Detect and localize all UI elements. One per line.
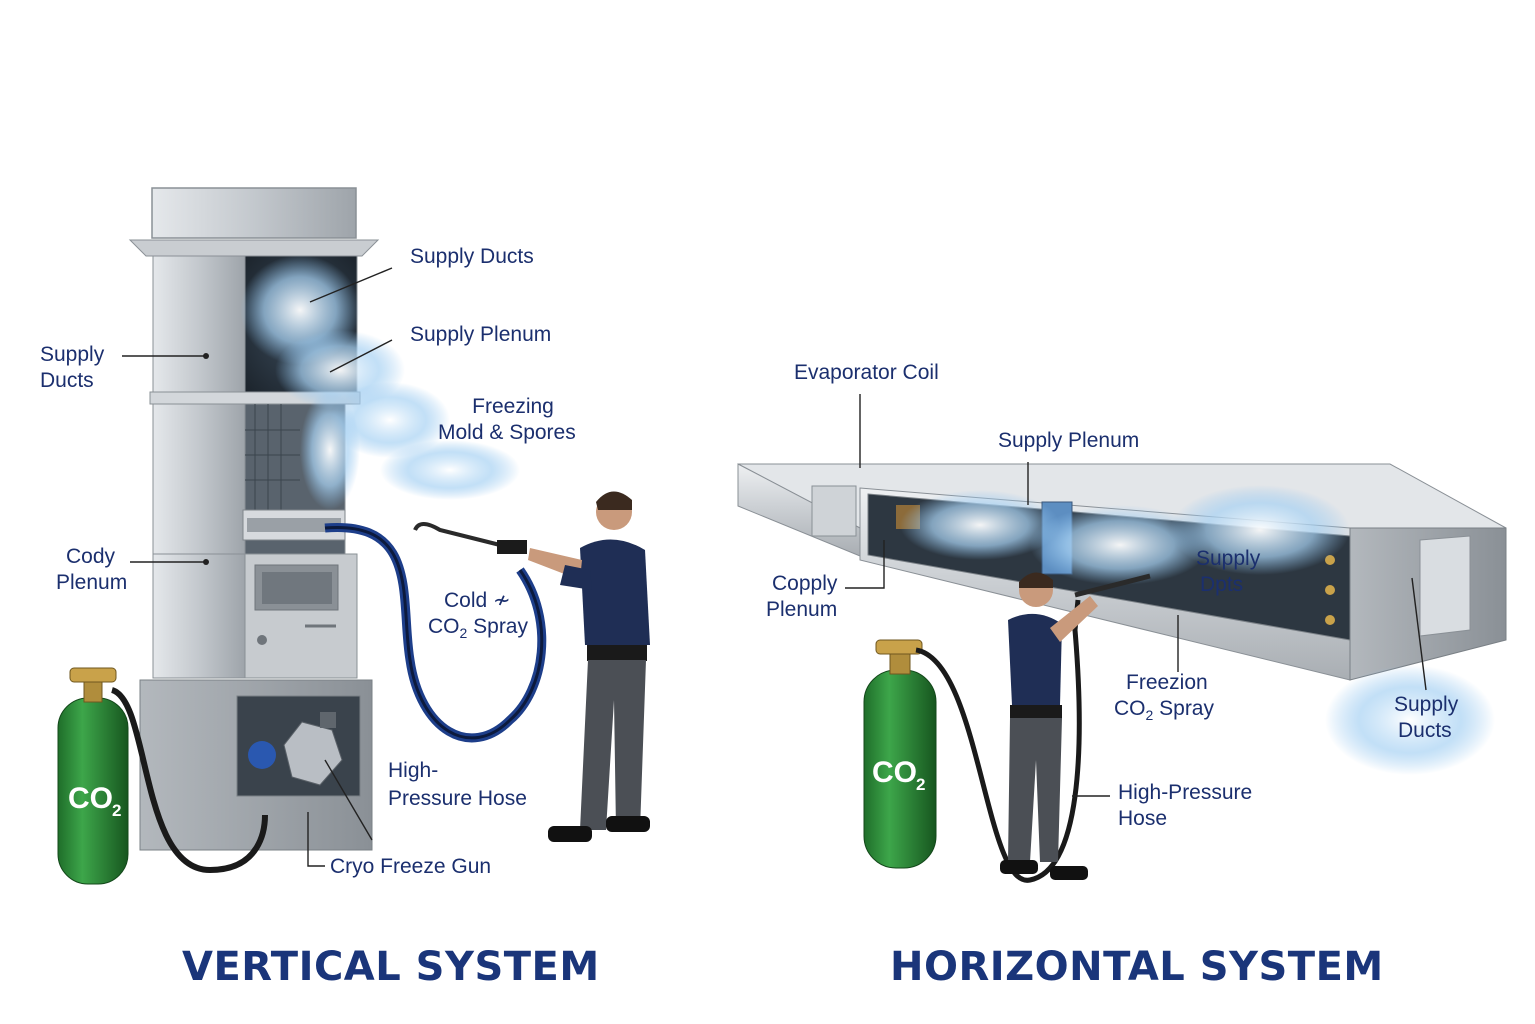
label-cold-spray-line1: Cold ≁ (444, 589, 511, 612)
title-vertical-system: VERTICAL SYSTEM (182, 944, 600, 990)
freezion-sub: 2 (1145, 707, 1154, 723)
label-supply-ducts-left-line2: Ducts (40, 369, 94, 392)
vertical-worker (497, 491, 650, 842)
label-coply-plenum-line2: Plenum (766, 598, 838, 621)
horizontal-spray-wand (1074, 573, 1151, 598)
horizontal-leader-lines (845, 394, 1427, 797)
vertical-spray-wand (413, 522, 501, 547)
label-freezing-line1: Freezing (472, 395, 554, 418)
horizontal-co2-tank: CO 2 (863, 639, 937, 869)
title-horizontal-system: HORIZONTAL SYSTEM (890, 944, 1384, 990)
vertical-tank-sub-text: 2 (112, 801, 121, 820)
label-supply-dpts-line1: Supply (1196, 547, 1261, 570)
label-hose-vertical-line2: Pressure Hose (388, 787, 527, 810)
cold-spray-co: CO (428, 615, 460, 638)
label-supply-plenum-horizontal: Supply Plenum (998, 429, 1140, 452)
label-evaporator-coil: Evaporator Coil (794, 361, 939, 384)
label-supply-dpts-line2: Dpts (1200, 573, 1244, 596)
freezion-co: CO (1114, 697, 1146, 720)
label-supply-ducts-left-line1: Supply (40, 343, 105, 366)
label-cody-plenum-line2: Plenum (56, 571, 128, 594)
cold-spray-sub: 2 (459, 625, 468, 641)
label-freezion-line2: CO2 Spray (1114, 696, 1214, 723)
horizontal-high-pressure-hose (915, 599, 1082, 883)
label-coply-plenum-line1: Copply (772, 572, 838, 595)
label-supply-ducts-horizontal-line2: Ducts (1398, 719, 1452, 742)
label-cold-spray-line2: CO2 Spray (428, 614, 528, 641)
horizontal-tank-co-text: CO (872, 756, 917, 789)
label-hose-vertical-line1: High- (388, 759, 439, 782)
label-freezion-line1: Freezion (1126, 671, 1208, 694)
horizontal-tank-sub-text: 2 (916, 775, 925, 794)
vertical-co2-tank: CO 2 (57, 667, 129, 885)
vertical-tank-co-text: CO (68, 782, 113, 815)
label-supply-ducts-horizontal-line1: Supply (1394, 693, 1459, 716)
label-supply-plenum-vertical: Supply Plenum (410, 323, 552, 346)
vertical-frost-spray (240, 255, 520, 510)
label-freezing-line2: Mold & Spores (438, 421, 576, 444)
vertical-tank-hose (110, 687, 268, 874)
label-hose-horizontal-line1: High-Pressure (1118, 781, 1253, 804)
cold-spray-rest: Spray (467, 615, 528, 638)
label-supply-ducts-top: Supply Ducts (410, 245, 534, 268)
freezion-rest: Spray (1153, 697, 1214, 720)
vertical-leader-lines (122, 267, 393, 867)
horizontal-worker (1000, 572, 1098, 880)
label-cryo-freeze-gun: Cryo Freeze Gun (330, 855, 492, 878)
label-hose-horizontal-line2: Hose (1118, 807, 1168, 830)
horizontal-frost-spray (900, 485, 1495, 775)
label-cody-plenum-line1: Cody (66, 545, 116, 568)
